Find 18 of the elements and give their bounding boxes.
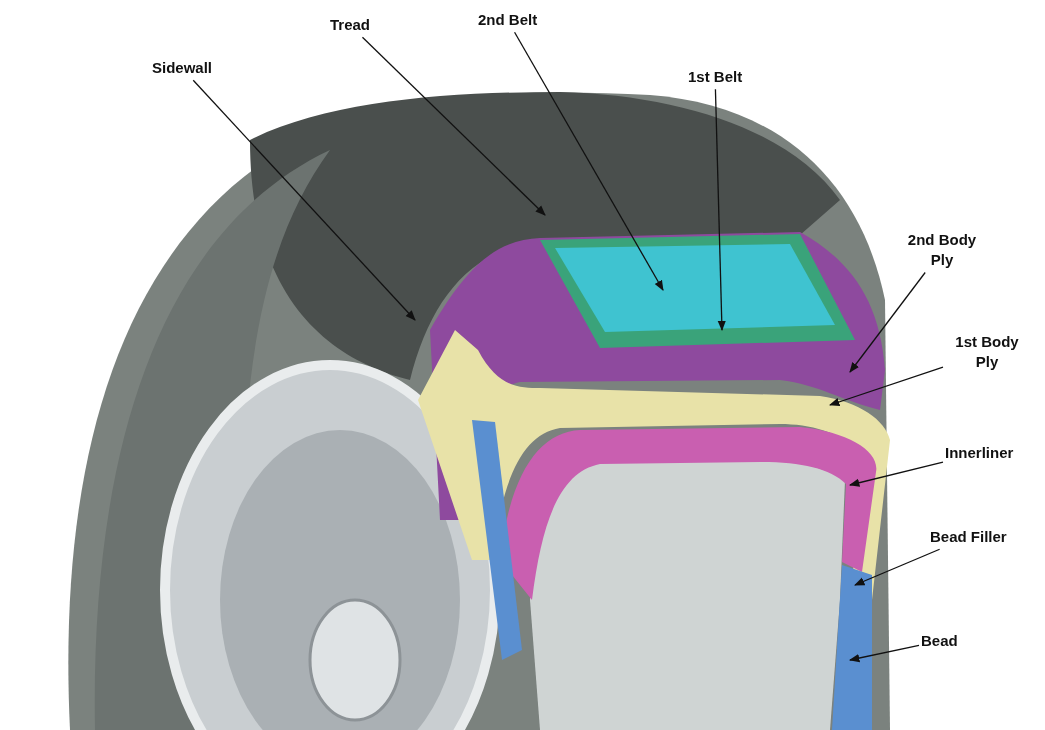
part-label: Bead Filler <box>930 527 1007 548</box>
leader-line <box>849 644 920 663</box>
leader-line <box>513 31 664 291</box>
leader-line <box>361 36 546 216</box>
leader-line <box>854 548 941 586</box>
leader-line <box>714 88 726 332</box>
part-label: Innerliner <box>945 443 1014 464</box>
part-label: 1st Body Ply <box>945 332 1029 373</box>
part-label: Sidewall <box>152 58 213 79</box>
part-label: Tread <box>330 15 371 36</box>
leader-line <box>192 79 416 321</box>
part-label: 2nd Belt <box>478 10 538 31</box>
leader-line <box>849 461 944 487</box>
leader-line <box>829 366 944 406</box>
part-label: 2nd Body Ply <box>900 230 984 271</box>
leader-line <box>849 271 926 373</box>
part-label: 1st Belt <box>688 67 743 88</box>
part-label: Bead <box>921 631 958 652</box>
